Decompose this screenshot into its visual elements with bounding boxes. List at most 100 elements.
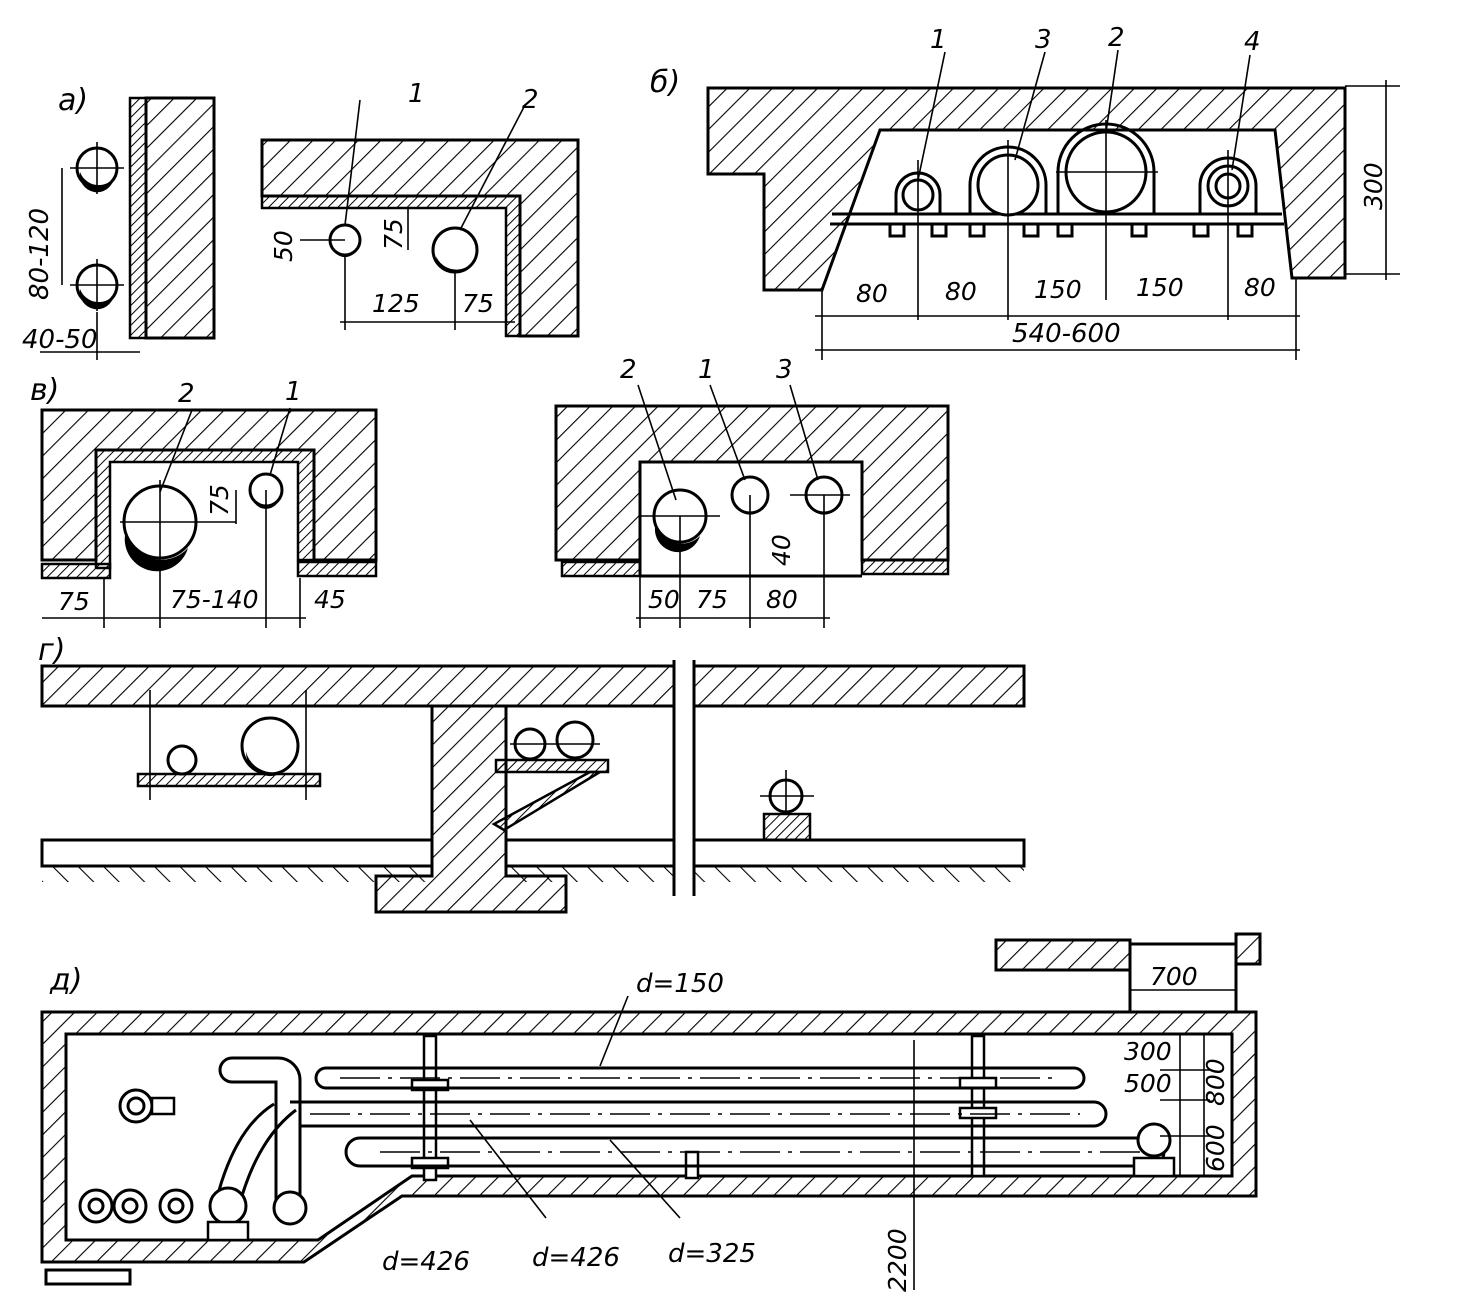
pipe-b-3 bbox=[968, 140, 1048, 320]
channel-v-right bbox=[554, 404, 950, 562]
ceiling-g-left bbox=[40, 664, 676, 708]
elbow-d-2 bbox=[208, 1186, 248, 1226]
riser-d-1 bbox=[218, 1056, 302, 1208]
tag-v2-2: 2 bbox=[620, 355, 637, 385]
dim-a-125: 125 bbox=[372, 289, 420, 318]
ledge-v-right-b bbox=[860, 558, 950, 576]
dim-b-2: 150 bbox=[1034, 275, 1082, 304]
dim-v2-75: 75 bbox=[696, 585, 728, 614]
ceiling-g-right bbox=[692, 664, 1026, 708]
pipe-run-d426 bbox=[290, 1100, 1108, 1128]
dim-b-height: 300 bbox=[1359, 162, 1388, 210]
pipe-a-top bbox=[70, 142, 124, 194]
pipe-b-1 bbox=[894, 160, 942, 320]
panel-a-label: a) bbox=[58, 83, 88, 118]
tag-v2-3: 3 bbox=[776, 355, 793, 385]
pipe-g-3 bbox=[510, 720, 600, 761]
floor-g-b bbox=[504, 838, 676, 868]
label-d150: d=150 bbox=[636, 969, 724, 999]
pipe-g-4 bbox=[760, 770, 814, 814]
label-d325: d=325 bbox=[668, 1239, 756, 1269]
shelf-g-middle bbox=[494, 758, 610, 774]
wall-plate-a bbox=[128, 96, 148, 340]
dim-v2-50: 50 bbox=[648, 585, 680, 614]
riser-d-1-inner bbox=[218, 1069, 278, 1208]
pipe-run-d150 bbox=[314, 1066, 1086, 1090]
dim-b-3: 150 bbox=[1136, 273, 1184, 302]
elbow-d-1 bbox=[272, 1190, 308, 1226]
panel-g-label: г) bbox=[38, 633, 65, 668]
ledge-v-right-a bbox=[560, 560, 642, 578]
dim-b-0: 80 bbox=[856, 279, 888, 308]
pipe-v2-3 bbox=[790, 475, 850, 628]
dim-v2-80: 80 bbox=[766, 585, 798, 614]
tag-v2-1: 1 bbox=[698, 355, 715, 385]
tag-a-2: 2 bbox=[522, 85, 539, 115]
pipe-a-2 bbox=[431, 226, 479, 274]
wall-a-left bbox=[144, 96, 216, 340]
floor-g-c bbox=[692, 838, 1026, 868]
dim-a-vertical: 80-120 bbox=[25, 208, 55, 300]
ground-d-left bbox=[994, 938, 1132, 972]
dim-a-bottom: 40-50 bbox=[22, 325, 98, 355]
panel-v-right: 2 1 3 40 50 75 80 bbox=[554, 355, 950, 628]
wall-plate-a-corner bbox=[260, 194, 522, 338]
pipe-a-1 bbox=[328, 223, 362, 258]
pipe-b-4 bbox=[1198, 150, 1258, 320]
panel-d-label: д) bbox=[49, 963, 82, 998]
floor-g-a bbox=[40, 838, 434, 868]
dim-v-75: 75 bbox=[58, 587, 90, 616]
dim-d-700: 700 bbox=[1150, 962, 1198, 991]
shelf-g-left bbox=[136, 772, 322, 788]
bolts-b bbox=[888, 222, 1254, 238]
dim-v-75v: 75 bbox=[205, 484, 234, 516]
ledge-v-left-a bbox=[40, 562, 112, 580]
tag-v-1: 1 bbox=[285, 377, 302, 407]
label-d426-b: d=426 bbox=[532, 1243, 620, 1273]
pipe-b-2 bbox=[1056, 120, 1158, 300]
dim-a-50: 50 bbox=[269, 230, 298, 262]
tag-b-2: 2 bbox=[1108, 23, 1125, 53]
dim-v-45: 45 bbox=[314, 585, 346, 614]
slab-b bbox=[706, 86, 1347, 292]
tag-b-3: 3 bbox=[1035, 25, 1052, 55]
panel-v-left: в) 2 1 75 75 75-140 45 bbox=[30, 373, 378, 628]
panel-a: a) 80-120 40-50 bbox=[22, 79, 580, 360]
panel-b: б) bbox=[650, 23, 1400, 360]
wall-a-corner bbox=[260, 138, 580, 338]
pipe-run-d325 bbox=[344, 1122, 1176, 1178]
tag-b-4: 4 bbox=[1244, 27, 1261, 57]
pipe-g-1 bbox=[166, 744, 198, 776]
panel-g: г) bbox=[38, 633, 1026, 914]
dim-b-total: 540-600 bbox=[1012, 319, 1121, 349]
dim-v-75-140: 75-140 bbox=[170, 585, 259, 614]
panel-b-label: б) bbox=[650, 65, 680, 100]
support-g bbox=[762, 812, 812, 842]
dim-a-75h: 75 bbox=[462, 289, 494, 318]
pipe-g-2 bbox=[240, 716, 300, 777]
tag-a-1: 1 bbox=[408, 79, 425, 109]
pipes-d-left bbox=[78, 1088, 194, 1224]
dim-d-800: 800 bbox=[1201, 1058, 1230, 1106]
pipe-v2-1 bbox=[730, 475, 770, 628]
panel-d: д) 700 bbox=[40, 932, 1262, 1292]
pipe-a-bottom bbox=[70, 259, 124, 311]
dim-b-4: 80 bbox=[1244, 273, 1276, 302]
tag-v-2: 2 bbox=[178, 379, 195, 409]
dim-d-600: 600 bbox=[1201, 1124, 1230, 1172]
panel-v-label: в) bbox=[30, 373, 59, 408]
ledge-v-left-b bbox=[296, 560, 378, 578]
brace-g bbox=[491, 770, 605, 832]
hatchway-d bbox=[1128, 942, 1238, 1014]
pipe-v-2 bbox=[120, 480, 236, 628]
label-d426-a: d=426 bbox=[382, 1247, 470, 1277]
dim-d-500: 500 bbox=[1124, 1069, 1172, 1098]
pipe-v-1 bbox=[235, 472, 284, 628]
ground-d-right bbox=[1234, 932, 1262, 966]
dim-v2-40: 40 bbox=[767, 534, 796, 566]
tag-b-1: 1 bbox=[930, 25, 947, 55]
dim-a-75v: 75 bbox=[379, 218, 408, 250]
dim-b-1: 80 bbox=[945, 277, 977, 306]
dim-d-2200: 2200 bbox=[883, 1228, 912, 1292]
